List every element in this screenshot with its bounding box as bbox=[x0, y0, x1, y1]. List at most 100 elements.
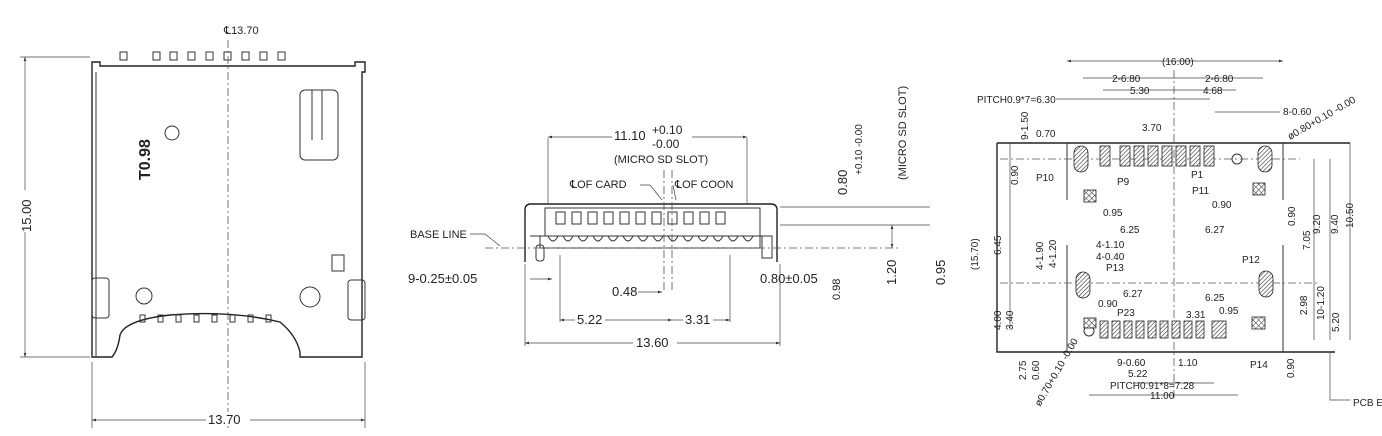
signal-pad bbox=[1099, 320, 1109, 339]
footprint-dim-d-090-c: 0.90 bbox=[1287, 206, 1298, 226]
side-contact-tail bbox=[547, 235, 559, 242]
side-contact-tail bbox=[682, 235, 694, 242]
dim-5-22: 5.22 bbox=[577, 312, 602, 327]
side-contacts bbox=[547, 211, 754, 242]
slot-hole-p11 bbox=[1257, 145, 1273, 173]
slot-width-tol-minus: -0.00 bbox=[652, 137, 680, 151]
bottom-pin bbox=[229, 314, 236, 323]
footprint-dim-d-9-060: 9-0.60 bbox=[1117, 358, 1146, 369]
footprint-dim-d-370: 3.70 bbox=[1142, 123, 1162, 134]
slot-label: (MICRO SD SLOT) bbox=[614, 154, 708, 166]
footprint-dim-d-920: 9.20 bbox=[1312, 214, 1323, 234]
footprint-dim-p13: P13 bbox=[1106, 263, 1124, 274]
side-contact-top bbox=[667, 211, 678, 225]
bottom-pin bbox=[175, 314, 182, 323]
signal-pad bbox=[1119, 145, 1131, 167]
footprint-dim-p11: P11 bbox=[1192, 186, 1209, 197]
signal-pad bbox=[1183, 320, 1193, 339]
footprint-dim-d-090-d: 0.90 bbox=[1098, 299, 1118, 310]
side-contact-top bbox=[715, 211, 726, 225]
width-dimension: 13.70 bbox=[208, 412, 241, 427]
footprint-dim-d-1050: 10.50 bbox=[1345, 203, 1356, 228]
pad-width-dim: 0.80±0.05 bbox=[760, 271, 818, 286]
side-contact-tail bbox=[622, 235, 634, 242]
top-pin bbox=[259, 51, 268, 61]
height-098-dim: 0.98 bbox=[831, 279, 843, 300]
footprint-dim-d-940: 9.40 bbox=[1330, 214, 1341, 234]
footprint-dim-d-627-a: 6.27 bbox=[1205, 225, 1225, 236]
footprint-dim-d-090-e: 0.90 bbox=[1286, 358, 1297, 378]
side-contact-top bbox=[683, 211, 694, 225]
slot-height-dim: 0.80 bbox=[835, 170, 850, 195]
offset-dim: 0.48 bbox=[612, 284, 637, 299]
bottom-pin bbox=[211, 314, 218, 323]
centerline-label: ℄13.70 bbox=[223, 25, 259, 37]
footprint-dim-hole-top: ø0.80+0.10 -0.00 bbox=[1286, 95, 1358, 143]
footprint-dim-p10: P10 bbox=[1036, 173, 1054, 184]
signal-pad bbox=[1133, 145, 1145, 167]
height-120-dim: 1.20 bbox=[884, 260, 899, 285]
signal-pad bbox=[1189, 145, 1201, 167]
slot-hole-p12 bbox=[1258, 270, 1274, 298]
top-pin bbox=[277, 51, 286, 61]
footprint-dim-d-340: 3.40 bbox=[1005, 310, 1016, 330]
signal-pad bbox=[1123, 320, 1133, 339]
footprint-dim-d-680-r: 2-6.80 bbox=[1205, 74, 1234, 85]
bottom-pins bbox=[139, 314, 272, 323]
signal-pad bbox=[1159, 320, 1169, 339]
signal-pad bbox=[1161, 145, 1173, 167]
slot-height-label: (MICRO SD SLOT) bbox=[897, 86, 909, 180]
footprint-dim-d-400: 4.00 bbox=[993, 310, 1004, 330]
footprint-dim-overall: (16.00) bbox=[1162, 57, 1194, 68]
signal-pad bbox=[1203, 145, 1215, 167]
bottom-pin bbox=[265, 314, 272, 323]
marking-text: T0.98 bbox=[137, 139, 154, 180]
footprint-dim-d-520: 5.20 bbox=[1331, 312, 1342, 332]
footprint-dim-pitch-top: PITCH0.9*7=6.30 bbox=[977, 95, 1056, 106]
bottom-signal-pads bbox=[1099, 320, 1227, 339]
top-pin bbox=[205, 51, 214, 61]
ground-symbol bbox=[164, 125, 180, 141]
side-contact-top bbox=[635, 211, 646, 225]
hole-top bbox=[1231, 153, 1243, 165]
footprint-dim-d-298: 2.98 bbox=[1299, 295, 1310, 315]
signal-pad bbox=[1099, 145, 1111, 167]
center-of-connector: ℄OF COON bbox=[674, 179, 733, 191]
bottom-pin bbox=[139, 314, 146, 323]
footprint-dim-d-110: 1.10 bbox=[1178, 358, 1198, 369]
locating-hole-left bbox=[135, 287, 153, 305]
dim-3-31: 3.31 bbox=[685, 312, 710, 327]
footprint-dim-d-4-190: 4-1.90 bbox=[1035, 241, 1046, 270]
side-contact-tail bbox=[667, 235, 679, 242]
slot-width-tol-plus: +0.10 bbox=[652, 123, 683, 137]
side-contact-top bbox=[555, 211, 566, 225]
footprint-dim-d-1570: (15.70) bbox=[970, 238, 981, 270]
signal-pad-p14 bbox=[1211, 320, 1227, 339]
top-pin bbox=[169, 51, 178, 61]
height-dimension: 15.00 bbox=[19, 199, 34, 232]
side-view: 11.10 +0.10 -0.00 (MICRO SD SLOT) ℄OF CA… bbox=[408, 86, 948, 350]
bottom-pin bbox=[247, 314, 254, 323]
signal-pad bbox=[1147, 145, 1159, 167]
top-pin bbox=[223, 51, 232, 61]
footprint-dim-p9: P9 bbox=[1117, 177, 1130, 188]
footprint-dim-d-331: 3.31 bbox=[1186, 310, 1206, 321]
side-contact-tail bbox=[742, 235, 754, 242]
side-contact-top bbox=[699, 211, 710, 225]
signal-pad bbox=[1175, 145, 1187, 167]
top-view: ℄13.70 T0.98 15.00 13.70 bbox=[18, 25, 366, 428]
footprint-dim-d-522: 5.22 bbox=[1128, 369, 1148, 380]
connector-body-outline bbox=[91, 61, 366, 358]
side-contact-tail bbox=[652, 235, 664, 242]
footprint-dim-d-070: 0.70 bbox=[1036, 129, 1056, 140]
side-contact-tail bbox=[562, 235, 574, 242]
footprint-dim-d-645: 6.45 bbox=[993, 235, 1004, 255]
footprint-dim-d-625-b: 6.25 bbox=[1205, 293, 1225, 304]
side-contact-top bbox=[603, 211, 614, 225]
footprint-dim-d-680-l: 2-6.80 bbox=[1112, 74, 1141, 85]
side-contact-tail bbox=[607, 235, 619, 242]
top-pin bbox=[241, 51, 250, 61]
side-contact-tail bbox=[637, 235, 649, 242]
